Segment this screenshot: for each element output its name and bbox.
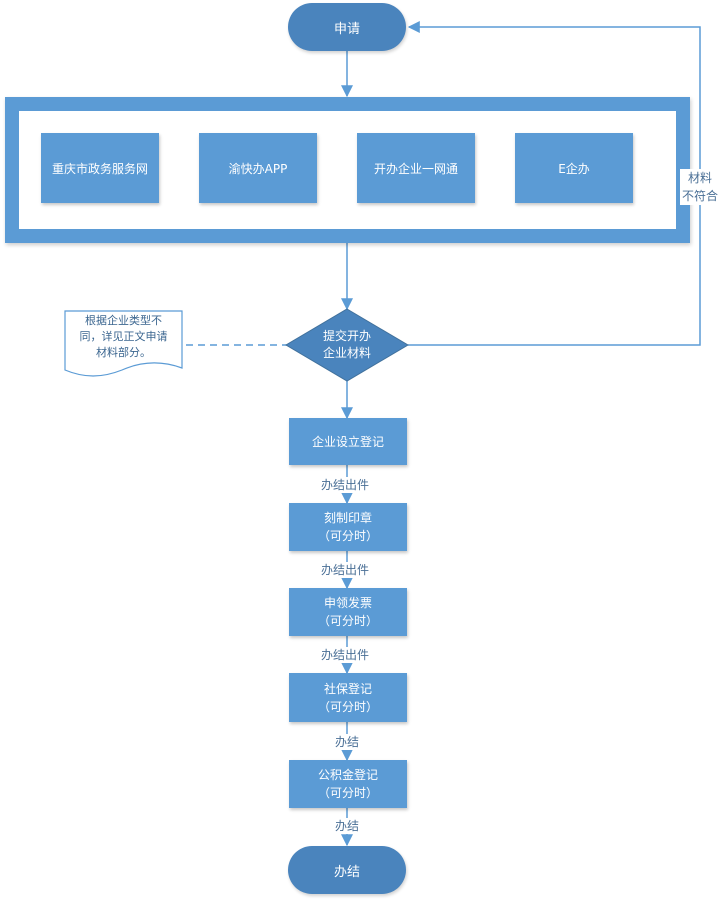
edge-label: 办结 (333, 818, 362, 834)
step-housing-fund: 公积金登记 （可分时） (289, 760, 407, 808)
end-label: 办结 (333, 864, 360, 880)
edge-label: 办结 (333, 734, 362, 750)
note-line3: 材料部分。 (96, 346, 151, 359)
decision-label-line2: 企业材料 (322, 346, 371, 360)
step-title: 申领发票 (323, 596, 372, 610)
channel-group-frame (5, 97, 690, 243)
step-subtitle: （可分时） (317, 614, 378, 628)
edge-label: 办结出件 (319, 647, 372, 663)
edge-label: 办结出件 (319, 477, 372, 493)
channel-label: 重庆市政务服务网 (51, 161, 148, 176)
channel-e-qiban: E企办 (515, 133, 633, 203)
step-title: 公积金登记 (317, 768, 378, 782)
channel-label: E企办 (558, 161, 590, 176)
step-title: 刻制印章 (323, 511, 372, 525)
step-invoice-application: 申领发票 （可分时） (289, 588, 407, 636)
channel-enterprise-one-network: 开办企业一网通 (357, 133, 475, 203)
start-label: 申请 (333, 21, 360, 37)
step-company-registration: 企业设立登记 (289, 418, 407, 465)
step-subtitle: （可分时） (317, 786, 378, 800)
reject-loop-label: 材料 不符合 (680, 169, 720, 205)
reject-label-line1: 材料 (687, 171, 712, 185)
note-line2: 同，详见正文申请 (79, 330, 168, 343)
step-seal-engraving: 刻制印章 （可分时） (289, 503, 407, 551)
note-text: 根据企业类型不 同，详见正文申请 材料部分。 (65, 313, 182, 361)
note-document-shape (64, 310, 183, 377)
channel-label: 开办企业一网通 (373, 161, 458, 176)
edge-label: 办结出件 (319, 562, 372, 578)
step-subtitle: （可分时） (317, 699, 378, 714)
step-title: 企业设立登记 (311, 434, 384, 449)
channel-label: 渝快办APP (228, 161, 288, 176)
step-subtitle: （可分时） (317, 529, 378, 543)
channel-yukuaiban-app: 渝快办APP (199, 133, 317, 203)
decision-diamond (285, 308, 409, 382)
reject-label-line2: 不符合 (681, 189, 718, 203)
decision-label-line1: 提交开办 (322, 329, 371, 343)
channel-government-portal: 重庆市政务服务网 (41, 133, 159, 203)
step-title: 社保登记 (323, 681, 372, 696)
decision-label: 提交开办 企业材料 (287, 328, 407, 362)
note-line1: 根据企业类型不 (85, 314, 162, 327)
end-terminal: 办结 (288, 846, 406, 894)
step-social-security: 社保登记 （可分时） (289, 673, 407, 722)
start-terminal: 申请 (288, 3, 406, 51)
